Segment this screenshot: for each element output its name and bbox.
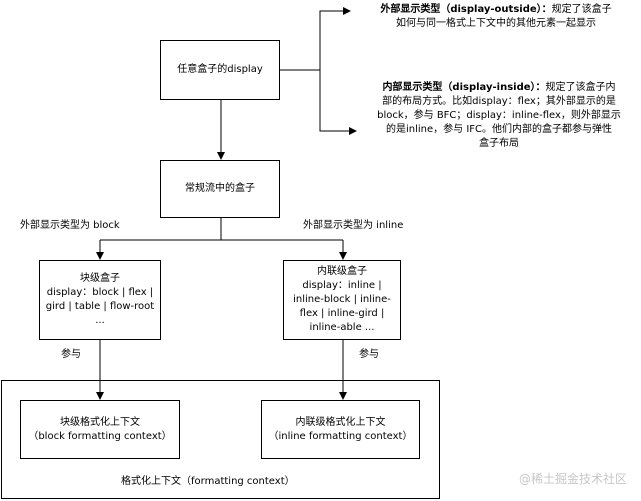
node-bfc: 块级格式化上下文 （block formatting context）: [20, 400, 180, 459]
ifc-line-2: （inline formatting context）: [268, 430, 413, 442]
edge-label-participate-right: 参与: [359, 349, 379, 360]
note-display-inside: 内部显示类型（display-inside）：规定了该盒子内 部的布局方式。比如…: [357, 81, 641, 151]
note-display-outside: 外部显示类型（display-outside）：规定了该盒子 如何与同一格式上下…: [355, 3, 637, 31]
block-box-title: 块级盒子: [79, 273, 120, 284]
node-any-box-display-text: 任意盒子的display: [177, 64, 263, 75]
bfc-line-2: （block formatting context）: [28, 430, 172, 442]
ifc-line-1: 内联级格式化上下文: [295, 416, 386, 428]
node-ifc: 内联级格式化上下文 （inline formatting context）: [261, 400, 420, 459]
note-inside-line-1: 内部显示类型（display-inside）：规定了该盒子内: [357, 81, 641, 95]
edge-root-to-notes: [280, 7, 351, 71]
formatting-context-container: [1, 380, 440, 499]
block-box-line-3: ...: [95, 315, 105, 326]
formatting-context-label: 格式化上下文（formatting context）: [121, 476, 295, 487]
block-box-line-2: gird | table | flow-root: [45, 301, 155, 312]
note-inside-bold: 内部显示类型（display-inside）：: [382, 82, 546, 93]
note-inside-line-4: 的是inline，参与 IFC。他们内部的盒子都参与弹性: [385, 124, 613, 135]
inline-box-title: 内联级盒子: [317, 266, 367, 277]
note-outside-line-1: 外部显示类型（display-outside）：规定了该盒子: [355, 3, 637, 17]
note-inside-line-2: 部的布局方式。比如display：flex；其外部显示的是: [382, 96, 616, 107]
note-outside-bold: 外部显示类型（display-outside）：: [380, 4, 552, 15]
note-outside-line-2: 如何与同一格式上下文中的其他元素一起显示: [396, 18, 596, 29]
watermark: @稀土掘金技术社区: [518, 472, 627, 486]
node-inline-level-box: 内联级盒子 display：inline | inline-block | in…: [283, 260, 401, 340]
edge-root-to-inside-note: [319, 70, 357, 135]
inline-box-line-1: display：inline |: [302, 280, 382, 291]
node-normal-flow-box: 常规流中的盒子: [160, 160, 280, 218]
edge-label-block-type: 外部显示类型为 block: [20, 220, 120, 231]
edge-label-participate-left: 参与: [61, 349, 81, 360]
node-block-level-box: 块级盒子 display：block | flex | gird | table…: [39, 260, 161, 340]
note-inside-rest: 规定了该盒子内: [545, 82, 616, 93]
block-box-line-1: display：block | flex |: [46, 287, 154, 298]
inline-box-line-3: flex | inline-gird |: [299, 308, 385, 319]
note-inside-line-3: block，参与 BFC；display：inline-flex，则外部显示: [377, 110, 621, 121]
inline-box-line-2: inline-block | inline-: [293, 294, 391, 305]
note-outside-rest: 规定了该盒子: [551, 4, 612, 15]
inline-box-line-4: inline-able ...: [309, 322, 375, 333]
node-normal-flow-box-text: 常规流中的盒子: [185, 183, 255, 194]
edge-label-inline-type: 外部显示类型为 inline: [303, 220, 404, 231]
node-any-box-display: 任意盒子的display: [160, 40, 280, 100]
note-inside-line-5: 盒子布局: [479, 138, 519, 149]
bfc-line-1: 块级格式化上下文: [60, 416, 140, 428]
